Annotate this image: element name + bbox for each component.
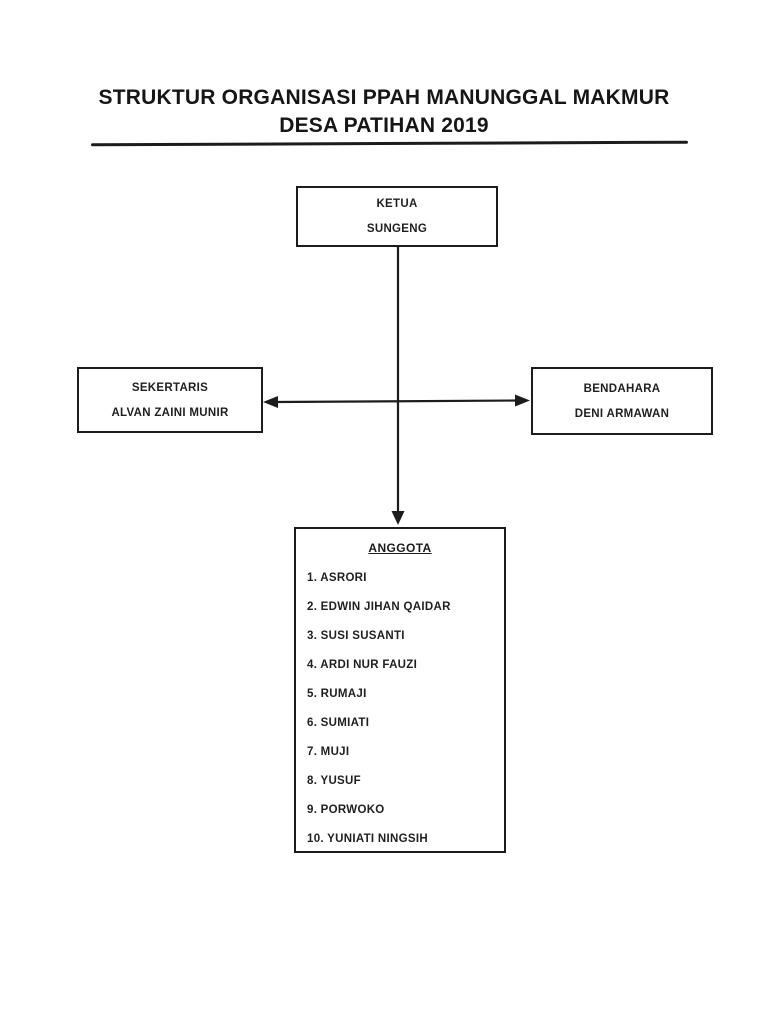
- title-underline-rule: [90, 140, 689, 147]
- sekertaris-name-label: ALVAN ZAINI MUNIR: [111, 406, 229, 419]
- member-item: 4. ARDI NUR FAUZI: [307, 659, 418, 671]
- anggota-member-list: 1. ASRORI 2. EDWIN JIHAN QAIDAR 3. SUSI SU…: [296, 564, 504, 854]
- ketua-box: KETUA SUNGENG: [296, 186, 498, 247]
- page-title-line1: STRUKTUR ORGANISASI PPAH MANUNGGAL MAKMU…: [98, 86, 670, 109]
- sekertaris-role-label: SEKERTARIS: [131, 381, 209, 394]
- sekertaris-box: SEKERTARIS ALVAN ZAINI MUNIR: [77, 367, 263, 433]
- ketua-role-label: KETUA: [376, 198, 418, 210]
- arrowhead-down: [391, 511, 405, 525]
- member-item: 2. EDWIN JIHAN QAIDAR: [307, 601, 451, 613]
- arrowhead-right: [515, 394, 530, 407]
- member-item: 9. PORWOKO: [307, 804, 385, 816]
- member-item: 3. SUSI SUSANTI: [307, 630, 405, 642]
- member-item: 10. YUNIATI NINGSIH: [307, 833, 428, 845]
- arrowhead-left: [263, 396, 278, 408]
- page-title-line2: DESA PATIHAN 2019: [279, 114, 489, 137]
- member-item: 5. RUMAJI: [307, 688, 367, 700]
- member-item: 1. ASRORI: [307, 572, 367, 584]
- bendahara-role-label: BENDAHARA: [583, 382, 661, 395]
- connector-horizontal-line: [275, 399, 519, 404]
- anggota-title: ANGGOTA: [368, 541, 432, 555]
- bendahara-name-label: DENI ARMAWAN: [574, 407, 670, 420]
- member-item: 7. MUJI: [307, 746, 350, 758]
- member-item: 8. YUSUF: [307, 775, 361, 787]
- ketua-name-label: SUNGENG: [366, 223, 428, 235]
- member-item: 6. SUMIATI: [307, 717, 370, 729]
- anggota-box: ANGGOTA 1. ASRORI 2. EDWIN JIHAN QAIDAR 3.…: [294, 527, 506, 853]
- bendahara-box: BENDAHARA DENI ARMAWAN: [531, 367, 713, 435]
- page-title: STRUKTUR ORGANISASI PPAH MANUNGGAL MAKMU…: [0, 84, 768, 140]
